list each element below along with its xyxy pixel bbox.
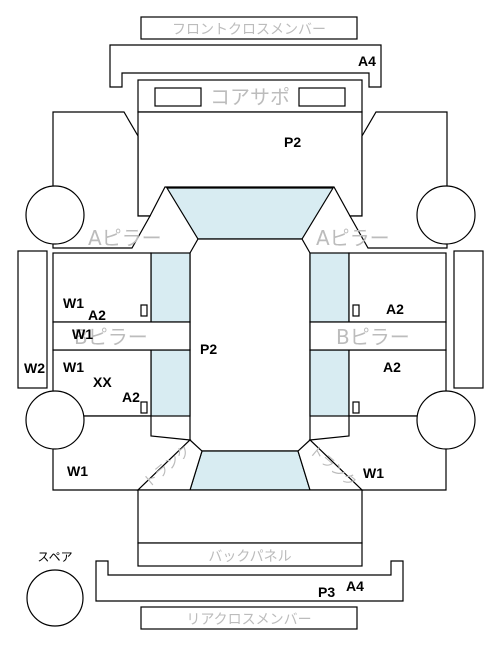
front-cross-member-box[interactable] xyxy=(140,16,358,40)
code-left-upper-w1: W1 xyxy=(63,295,84,311)
rocker-right[interactable] xyxy=(453,250,484,389)
code-left-lower-w1: W1 xyxy=(63,359,84,375)
rear-member-bracket[interactable] xyxy=(95,560,404,602)
b-pillar-left-label: Bピラー xyxy=(74,325,148,349)
left-front-door[interactable] xyxy=(52,252,152,323)
code-left-rear-w1: W1 xyxy=(67,463,88,479)
code-left-lower-a2: A2 xyxy=(122,389,140,405)
wheel-rear-right[interactable] xyxy=(416,390,476,450)
code-right-upper-a2: A2 xyxy=(386,301,404,317)
door-handle-right-front xyxy=(352,304,360,317)
front-member-bracket[interactable] xyxy=(109,44,382,88)
headlight-right[interactable] xyxy=(298,87,346,107)
door-handle-left-front xyxy=(140,304,148,317)
code-front-member-a4: A4 xyxy=(358,53,376,69)
side-window-right-rear[interactable] xyxy=(309,349,350,417)
back-panel[interactable] xyxy=(137,542,363,567)
spare-label: スペア xyxy=(37,550,72,564)
code-left-rocker-w2: W2 xyxy=(24,360,45,376)
code-left-bpillar-w1: W1 xyxy=(72,326,93,342)
right-front-door[interactable] xyxy=(348,252,447,323)
code-core-p2: P2 xyxy=(284,134,301,150)
door-handle-right-rear xyxy=(352,401,360,414)
rear-cross-member-box[interactable] xyxy=(140,606,358,630)
b-pillar-right[interactable] xyxy=(309,321,447,351)
code-right-rear-w1: W1 xyxy=(363,465,384,481)
a-pillar-right-label: Aピラー xyxy=(316,226,390,250)
side-window-left-rear[interactable] xyxy=(150,349,191,417)
side-window-right-front[interactable] xyxy=(309,252,350,323)
front-cross-member-label: フロントクロスメンバー xyxy=(172,22,326,38)
wheel-front-left[interactable] xyxy=(25,185,85,245)
code-cabin-p2: P2 xyxy=(200,341,217,357)
side-window-left-front[interactable] xyxy=(150,252,191,323)
rear-window[interactable] xyxy=(189,450,311,491)
rear-cross-member-label: リアクロスメンバー xyxy=(186,612,311,628)
code-rear-a4: A4 xyxy=(346,578,364,594)
back-panel-label: バックパネル xyxy=(208,549,291,565)
code-right-lower-a2: A2 xyxy=(383,359,401,375)
rocker-left[interactable] xyxy=(17,250,48,389)
wheel-front-right[interactable] xyxy=(416,185,476,245)
core-support-label: コアサポ xyxy=(210,85,290,109)
code-left-lower-xx: XX xyxy=(93,374,112,390)
b-pillar-right-label: Bピラー xyxy=(336,325,410,349)
trunk-lid[interactable] xyxy=(137,489,363,544)
code-rear-p3: P3 xyxy=(318,584,335,600)
code-left-upper-a2: A2 xyxy=(88,307,106,323)
headlight-left[interactable] xyxy=(154,87,202,107)
a-pillar-left-label: Aピラー xyxy=(88,226,162,250)
wheel-rear-left[interactable] xyxy=(25,390,85,450)
door-handle-left-rear xyxy=(140,401,148,414)
spare-tire[interactable] xyxy=(26,569,84,627)
windshield[interactable] xyxy=(165,187,335,240)
b-pillar-left[interactable] xyxy=(52,321,191,351)
